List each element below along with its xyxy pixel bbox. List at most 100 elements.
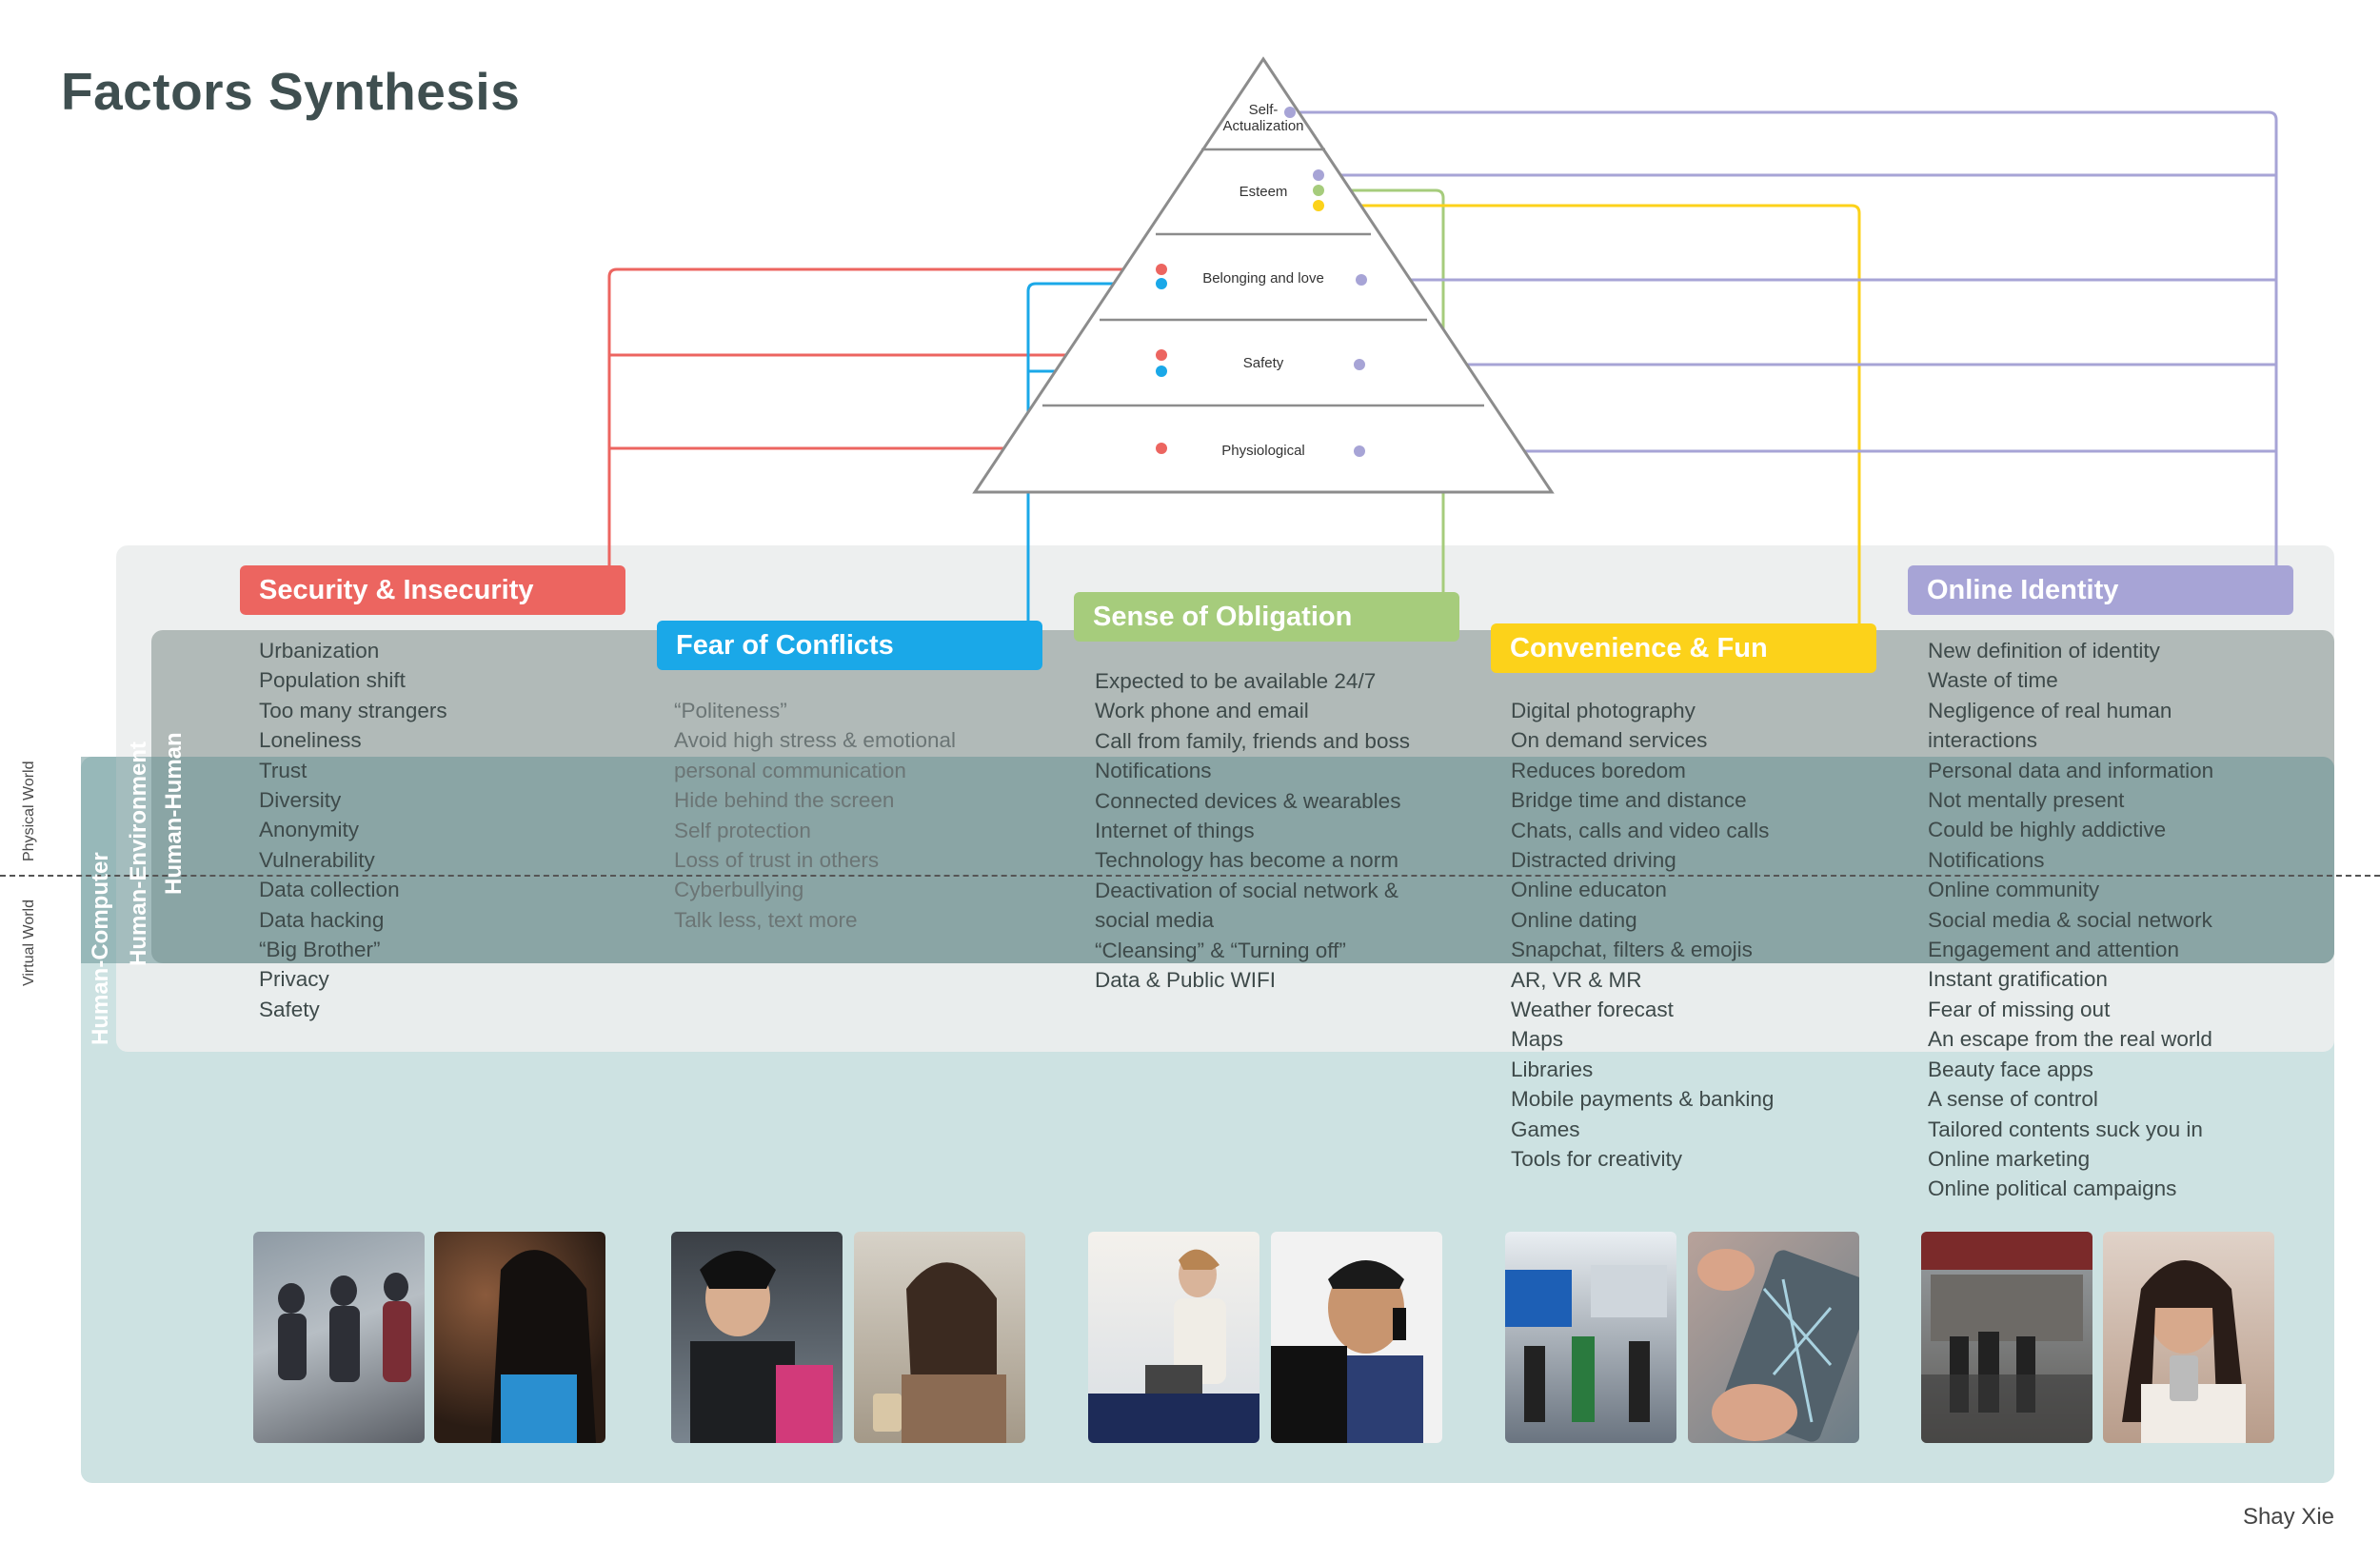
dot-obligation bbox=[1313, 185, 1324, 196]
factor-item: On demand services bbox=[1511, 728, 1708, 753]
factor-item: Avoid high stress & emotional bbox=[674, 728, 956, 753]
factor-item: Work phone and email bbox=[1095, 699, 1309, 723]
factor-item: An escape from the real world bbox=[1928, 1027, 2212, 1052]
dot-security bbox=[1156, 349, 1167, 361]
factor-item: Talk less, text more bbox=[674, 907, 858, 932]
factor-item: Diversity bbox=[259, 788, 342, 813]
factor-item: Tools for creativity bbox=[1511, 1147, 1683, 1172]
factor-item: Online community bbox=[1928, 878, 2100, 902]
factor-item: Online dating bbox=[1511, 907, 1637, 932]
factor-item: Safety bbox=[259, 997, 320, 1021]
factor-item: Technology has become a norm bbox=[1095, 848, 1398, 873]
dot-security bbox=[1156, 443, 1167, 454]
category-header-identity: Online Identity bbox=[1908, 565, 2293, 615]
factor-item: Hide behind the screen bbox=[674, 788, 895, 813]
category-header-conflicts: Fear of Conflicts bbox=[657, 621, 1042, 670]
factor-item: Data collection bbox=[259, 878, 400, 902]
photo-woman-laptop-plane bbox=[1088, 1232, 1259, 1443]
factor-item: Fear of missing out bbox=[1928, 997, 2111, 1021]
factor-item: Mobile payments & banking bbox=[1511, 1087, 1775, 1112]
photo-tech-store bbox=[1505, 1232, 1676, 1443]
photo-woman-selfie bbox=[2103, 1232, 2274, 1443]
factor-item: personal communication bbox=[674, 758, 906, 782]
factor-item: Could be highly addictive bbox=[1928, 818, 2167, 842]
factor-item: Bridge time and distance bbox=[1511, 788, 1747, 813]
physical-virtual-divider bbox=[0, 875, 2380, 877]
photo-street-selfie-group bbox=[1921, 1232, 2092, 1443]
factor-item: Distracted driving bbox=[1511, 848, 1676, 873]
band-overlap bbox=[81, 757, 2334, 963]
factor-item: Maps bbox=[1511, 1027, 1564, 1052]
connector-conflicts-belonging bbox=[1026, 282, 1161, 621]
level-belonging: Belonging and love bbox=[1202, 270, 1324, 287]
photo-woman-reading-phone bbox=[854, 1232, 1025, 1443]
photo-woman-phone-bar bbox=[434, 1232, 605, 1443]
factor-item: Online political campaigns bbox=[1928, 1176, 2177, 1201]
category-header-security: Security & Insecurity bbox=[240, 565, 625, 615]
category-header-obligation: Sense of Obligation bbox=[1074, 592, 1459, 642]
factor-item: Engagement and attention bbox=[1928, 938, 2179, 962]
level-physiological: Physiological bbox=[1221, 443, 1305, 459]
factor-item: Anonymity bbox=[259, 818, 360, 842]
factor-item: Trust bbox=[259, 758, 307, 782]
factor-item: Online marketing bbox=[1928, 1146, 2091, 1171]
connector-security-belonging bbox=[607, 267, 1161, 565]
factor-item: Population shift bbox=[259, 668, 406, 693]
photo-man-phone-laptop bbox=[1271, 1232, 1442, 1443]
factor-item: Vulnerability bbox=[259, 847, 375, 872]
photo-phone-map bbox=[1688, 1232, 1859, 1443]
factor-item: social media bbox=[1095, 908, 1215, 933]
photo-pedestrians-phones bbox=[253, 1232, 425, 1443]
factor-item: Tailored contents suck you in bbox=[1928, 1117, 2203, 1141]
dot-security bbox=[1156, 264, 1167, 275]
factor-item: Notifications bbox=[1095, 759, 1212, 783]
dot-conflicts bbox=[1156, 278, 1167, 289]
dot-conflicts bbox=[1156, 366, 1167, 377]
factor-item: Digital photography bbox=[1511, 699, 1696, 722]
level-self-line1: Self- bbox=[1249, 102, 1279, 118]
factor-item: Weather forecast bbox=[1511, 998, 1674, 1022]
factor-item: Cyberbullying bbox=[674, 878, 804, 902]
dot-identity bbox=[1354, 359, 1365, 370]
factor-item: A sense of control bbox=[1928, 1087, 2098, 1112]
factor-item: Online educaton bbox=[1511, 878, 1667, 902]
page-title: Factors Synthesis bbox=[61, 62, 521, 121]
factor-item: Waste of time bbox=[1928, 668, 2058, 693]
pyramid-outline bbox=[972, 56, 1555, 494]
dot-identity bbox=[1284, 107, 1296, 118]
factor-item: Loneliness bbox=[259, 728, 362, 753]
factor-item: Expected to be available 24/7 bbox=[1095, 669, 1377, 693]
factor-item: Instant gratification bbox=[1928, 967, 2108, 992]
factor-item: Data hacking bbox=[259, 907, 385, 932]
level-esteem: Esteem bbox=[1240, 184, 1288, 200]
factor-item: Connected devices & wearables bbox=[1095, 788, 1401, 813]
factor-item: Social media & social network bbox=[1928, 907, 2212, 932]
factor-item: Call from family, friends and boss bbox=[1095, 728, 1410, 753]
factor-list-conflicts: “Politeness”Avoid high stress & emotiona… bbox=[674, 696, 956, 935]
connector-identity-self bbox=[1290, 110, 2278, 565]
factor-item: AR, VR & MR bbox=[1511, 967, 1642, 992]
connector-obligation-esteem bbox=[1319, 188, 1445, 592]
connector-convenience-esteem bbox=[1319, 204, 1861, 623]
dot-convenience bbox=[1313, 200, 1324, 211]
factor-item: Negligence of real human bbox=[1928, 698, 2172, 722]
factor-item: Privacy bbox=[259, 967, 329, 992]
factor-item: Data & Public WIFI bbox=[1095, 968, 1277, 993]
factor-item: “Cleansing” & “Turning off” bbox=[1095, 938, 1346, 962]
factor-item: Self protection bbox=[674, 818, 811, 842]
author-signature: Shay Xie bbox=[2242, 1504, 2334, 1530]
factor-item: Not mentally present bbox=[1928, 788, 2125, 813]
factor-item: Deactivation of social network & bbox=[1095, 878, 1398, 902]
level-self-line2: Actualization bbox=[1222, 118, 1303, 134]
factor-item: Beauty face apps bbox=[1928, 1057, 2093, 1081]
factor-item: Snapchat, filters & emojis bbox=[1511, 938, 1753, 962]
dot-identity bbox=[1356, 274, 1367, 286]
factor-item: Chats, calls and video calls bbox=[1511, 818, 1770, 842]
photo-commuter-phone bbox=[671, 1232, 843, 1443]
level-safety: Safety bbox=[1243, 355, 1284, 371]
category-header-convenience: Convenience & Fun bbox=[1491, 623, 1876, 673]
